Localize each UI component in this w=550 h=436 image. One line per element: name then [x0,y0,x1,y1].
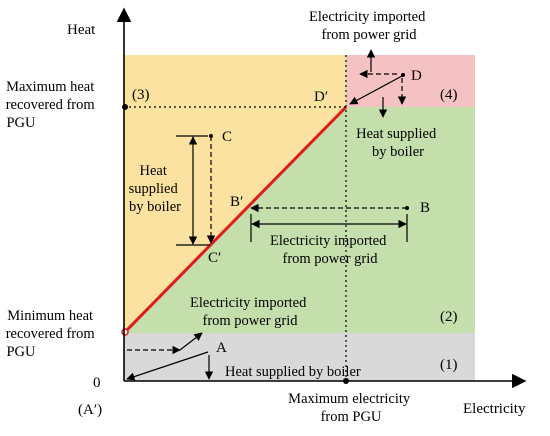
max-electricity-dot [343,378,349,384]
origin-value: 0 [93,375,101,391]
region-4-label: (4) [440,87,458,103]
point-d-label: D [411,68,422,84]
point-a-label: A [216,340,227,356]
heat-boiler-d-label: Heat supplied by boiler [356,126,440,160]
region-1 [124,333,475,381]
region-2-label: (2) [440,309,458,325]
min-heat-label: Minimum heat recovered from PGU [6,308,99,360]
elec-grid-top-label: Electricity imported from power grid [309,9,429,43]
x-axis-label: Electricity [463,401,526,417]
elec-grid-b-label: Electricity imported from power grid [270,233,390,267]
max-electricity-label: Maximum electricity from PGU [288,391,414,425]
region-1-label: (1) [440,357,458,373]
region-4 [346,55,475,107]
elec-grid-region2-label: Electricity imported from power grid [190,295,310,329]
point-b-prime-label: B′ [230,194,243,210]
max-heat-label: Maximum heat recovered from PGU [6,79,99,131]
heat-boiler-bottom-label: Heat supplied by boiler [225,364,361,380]
y-axis-label: Heat [67,22,96,38]
operating-line [122,105,348,335]
heat-boiler-c-label: Heat supplied by boiler [129,163,182,215]
region-3-label: (3) [132,87,150,103]
d-to-dprime-arrow [349,75,403,105]
region-3 [124,55,346,333]
point-d-prime-label: D′ [314,89,328,105]
min-heat-marker [121,328,129,336]
point-c-label: C [222,129,232,145]
a-to-origin-arrow [126,351,209,381]
point-c-prime-label: C′ [208,250,221,266]
origin-point-label: (A′) [78,402,102,418]
a-diag-arrow [179,332,203,351]
point-b-label: B [420,200,430,216]
max-heat-dot [122,104,128,110]
